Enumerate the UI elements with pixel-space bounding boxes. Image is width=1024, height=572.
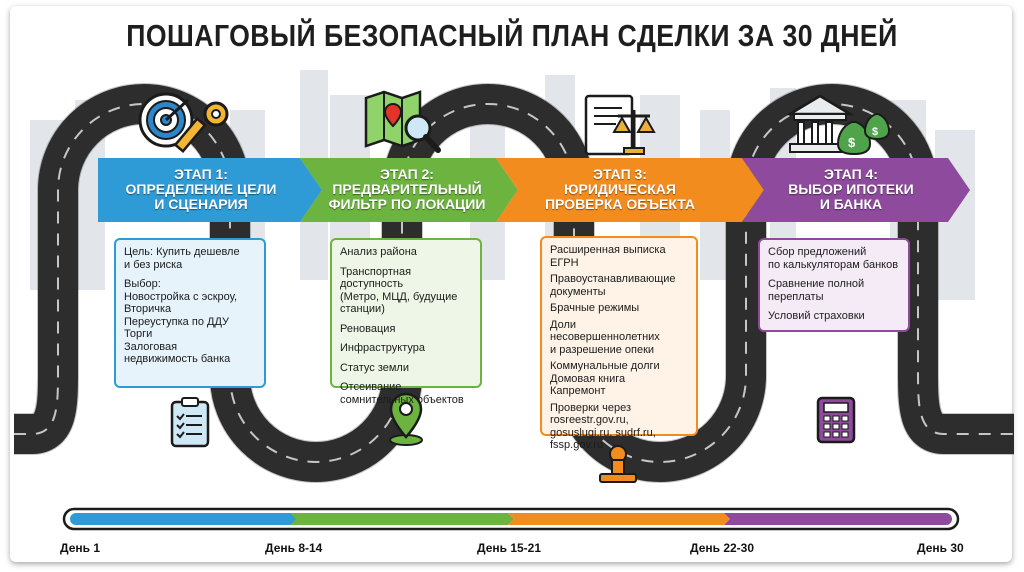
stage-3-head-line: ПРОВЕРКА ОБЪЕКТА bbox=[544, 196, 696, 212]
stage-1-text: Выбор: bbox=[124, 278, 161, 290]
stage-arrows bbox=[98, 158, 970, 222]
stage-4-head-line: ЭТАП 4: bbox=[824, 166, 878, 182]
stage-3-heading: ЭТАП 3: ЮРИДИЧЕСКАЯ ПРОВЕРКА ОБЪЕКТА bbox=[520, 167, 720, 212]
stage-3-text: Правоустанавливающие bbox=[550, 273, 676, 285]
bank-money-icon: $ $ bbox=[785, 94, 891, 156]
stage-4-text: переплаты bbox=[768, 290, 824, 303]
stage-4-text: Сравнение полной bbox=[768, 278, 865, 290]
stage-1-text: Переуступка по ДДУ bbox=[124, 315, 229, 328]
stage-2-banner bbox=[300, 158, 518, 222]
stage-3-text: Коммунальные долги bbox=[550, 360, 660, 372]
stage-4-text: Сбор предложений bbox=[768, 246, 867, 258]
timeline-segment-4 bbox=[724, 513, 952, 525]
timeline-segment-1 bbox=[70, 513, 296, 525]
stage-4-text: по калькуляторам банков bbox=[768, 258, 899, 271]
stage-2-text: Отсеивание bbox=[340, 381, 402, 393]
stage-3-banner bbox=[496, 158, 764, 222]
stage-1-text: Цель: Купить дешевле bbox=[124, 246, 240, 258]
map-magnifier-icon bbox=[364, 90, 441, 153]
timeline-segment-2 bbox=[290, 513, 514, 525]
svg-text:$: $ bbox=[848, 135, 856, 150]
stage-4-head-line: И БАНКА bbox=[819, 196, 883, 212]
stage-1-heading: ЭТАП 1: ОПРЕДЕЛЕНИЕ ЦЕЛИ И СЦЕНАРИЯ bbox=[106, 167, 296, 212]
stage-1-details: Цель: Купить дешевле и без риска Выбор: … bbox=[114, 238, 266, 388]
stage-2-text: Анализ района bbox=[340, 246, 417, 258]
timeline-label-day-15-21: День 15-21 bbox=[477, 541, 542, 555]
stage-3-text: Проверки через bbox=[550, 401, 631, 414]
svg-text:$: $ bbox=[872, 126, 878, 138]
stage-2-details: Анализ района Транспортная доступность (… bbox=[330, 238, 482, 406]
stage-4-head-line: ВЫБОР ИПОТЕКИ bbox=[788, 181, 914, 197]
stage-1-banner bbox=[98, 158, 322, 222]
stage-1-text: и без риска bbox=[124, 258, 183, 271]
timeline-label-day-8-14: День 8-14 bbox=[265, 541, 323, 555]
stage-2-text: (Метро, МЦД, будущие bbox=[340, 290, 458, 303]
clipboard-icon bbox=[170, 397, 210, 448]
stage-4-heading: ЭТАП 4: ВЫБОР ИПОТЕКИ И БАНКА bbox=[756, 167, 946, 212]
stamp-icon bbox=[599, 445, 637, 483]
stage-1-text: Вторичка bbox=[124, 303, 172, 315]
timeline-segment-3 bbox=[508, 513, 730, 525]
stage-2-head-line: ПРЕДВАРИТЕЛЬНЫЙ bbox=[332, 181, 482, 197]
stage-3-text: Домовая книга bbox=[550, 372, 626, 385]
stage-2-head-line: ЭТАП 2: bbox=[380, 166, 434, 182]
stage-1-head-line: ЭТАП 1: bbox=[174, 166, 228, 182]
stage-2-text: Статус земли bbox=[340, 361, 409, 374]
stage-3-text: Капремонт bbox=[550, 385, 606, 397]
stage-2-text: Транспортная доступность bbox=[340, 265, 412, 291]
stage-2-heading: ЭТАП 2: ПРЕДВАРИТЕЛЬНЫЙ ФИЛЬТР ПО ЛОКАЦИ… bbox=[312, 167, 502, 212]
stage-3-text: gosuslugi.ru, sudrf.ru, bbox=[550, 426, 656, 439]
stage-2-head-line: ФИЛЬТР ПО ЛОКАЦИИ bbox=[328, 196, 486, 212]
stage-1-text: Новостройка с эскроу, bbox=[124, 290, 238, 303]
target-key-icon bbox=[138, 92, 229, 154]
stage-3-text: и разрешение опеки bbox=[550, 343, 655, 356]
stage-4-text: Условий страховки bbox=[768, 310, 865, 322]
document-scales-icon bbox=[584, 94, 656, 156]
timeline-bar bbox=[62, 507, 960, 531]
stage-1-head-line: И СЦЕНАРИЯ bbox=[154, 196, 248, 212]
timeline-label-day-30: День 30 bbox=[917, 541, 964, 555]
stage-3-text: Расширенная выписка ЕГРН bbox=[550, 244, 666, 269]
stage-3-head-line: ЮРИДИЧЕСКАЯ bbox=[564, 181, 676, 197]
stage-1-text: Залоговая bbox=[124, 340, 178, 353]
stage-1-text: Торги bbox=[124, 328, 153, 340]
stage-3-details: Расширенная выписка ЕГРН Правоустанавлив… bbox=[540, 236, 698, 451]
stage-3-text: Доли несовершеннолетних bbox=[550, 318, 660, 344]
stage-4-banner bbox=[742, 158, 970, 222]
stage-3-text: Брачные режимы bbox=[550, 302, 640, 314]
stage-4-details: Сбор предложений по калькуляторам банков… bbox=[758, 238, 910, 332]
calculator-icon bbox=[816, 396, 856, 444]
stage-2-text: Реновация bbox=[340, 322, 396, 335]
timeline-label-day-22-30: День 22-30 bbox=[690, 541, 755, 555]
page-title: ПОШАГОВЫЙ БЕЗОПАСНЫЙ ПЛАН СДЕЛКИ ЗА 30 Д… bbox=[126, 18, 898, 53]
location-pin-icon bbox=[389, 392, 423, 446]
stage-3-head-line: ЭТАП 3: bbox=[593, 166, 647, 182]
stage-3-text: fssp.gov.ru bbox=[550, 439, 603, 451]
stage-3-text: документы bbox=[550, 285, 606, 298]
stage-2-text: Инфраструктура bbox=[340, 342, 426, 354]
stage-2-text: станции) bbox=[340, 303, 385, 315]
stage-3-text: rosreestr.gov.ru, bbox=[550, 414, 629, 426]
stage-2-text: сомнительных объектов bbox=[340, 393, 464, 406]
stage-1-head-line: ОПРЕДЕЛЕНИЕ ЦЕЛИ bbox=[125, 181, 277, 197]
stage-1-text: недвижимость банка bbox=[124, 353, 231, 365]
timeline-label-day-1: День 1 bbox=[60, 541, 101, 555]
